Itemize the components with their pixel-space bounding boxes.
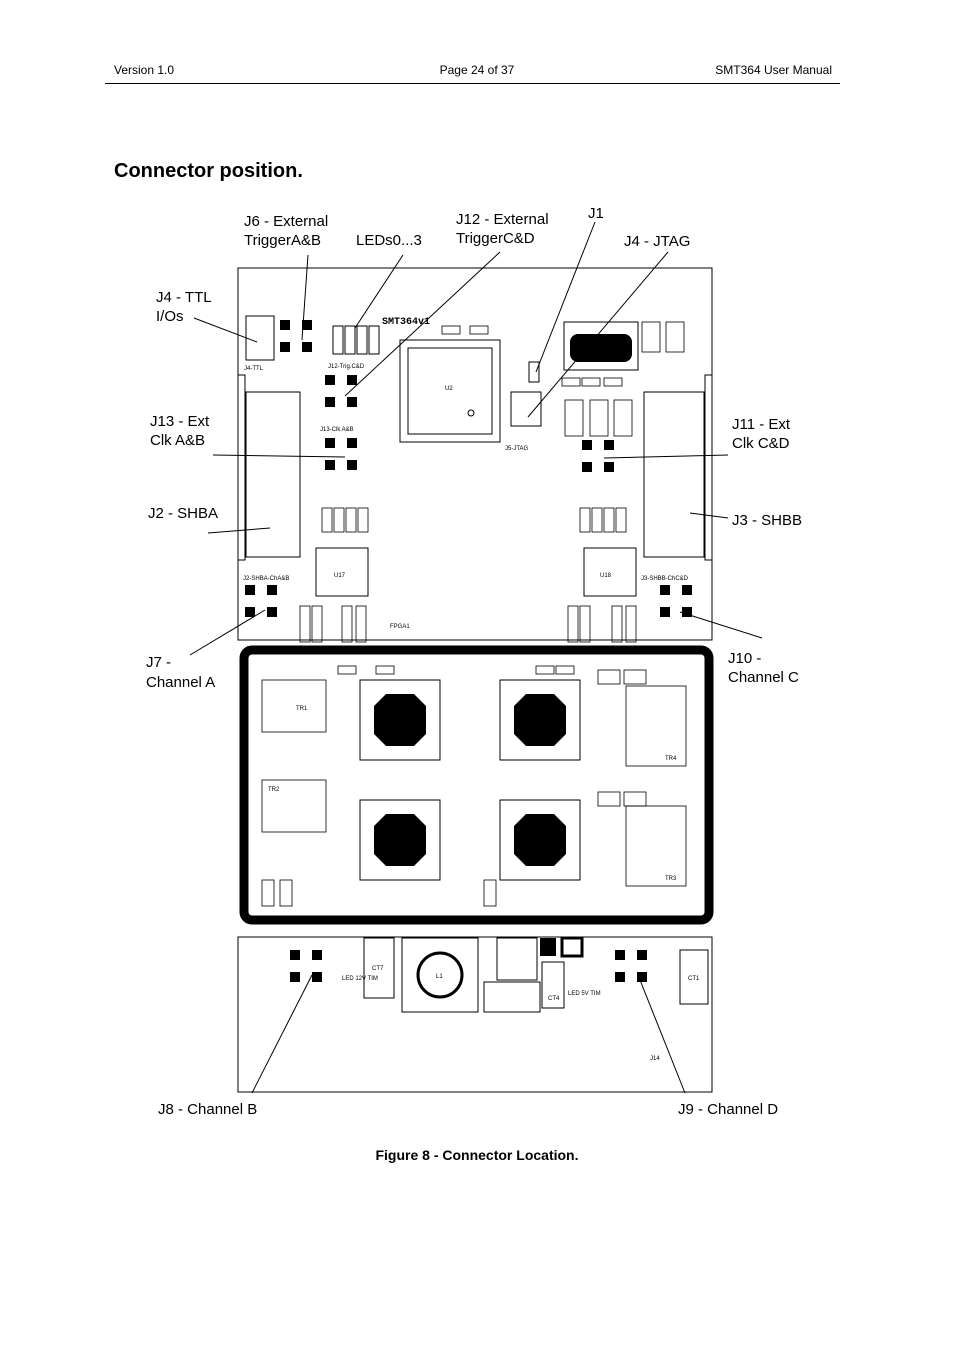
fpga-label: FPGA1 <box>390 624 410 630</box>
j2-connector <box>245 391 301 558</box>
pcb-lower-outline <box>237 936 713 1093</box>
power-inductors <box>359 679 581 881</box>
header-page-number: Page 24 of 37 <box>439 63 515 77</box>
svg-text:J5-JTAG: J5-JTAG <box>505 446 529 452</box>
sma-connectors <box>245 320 692 982</box>
section-title: Connector position. <box>114 160 303 182</box>
svg-text:TR2: TR2 <box>268 787 280 793</box>
svg-text:U17: U17 <box>334 573 346 579</box>
j4-ttl-connector <box>245 315 275 361</box>
svg-text:J3-SHBB-ChC&D: J3-SHBB-ChC&D <box>641 576 689 582</box>
leds-0-3 <box>332 325 380 355</box>
svg-text:J12-Trig.C&D: J12-Trig.C&D <box>328 364 365 370</box>
callout-j4-ttl-line1: J4 - TTL <box>156 289 212 306</box>
callout-j3: J3 - SHBB <box>732 512 802 529</box>
j3-connector <box>643 391 705 558</box>
header-rule <box>105 83 840 84</box>
power-shield-frame <box>239 645 714 925</box>
svg-text:LED 5V TIM: LED 5V TIM <box>568 991 601 997</box>
callout-j13-line2: Clk A&B <box>150 432 205 449</box>
callout-j12-line2: TriggerC&D <box>456 230 535 247</box>
callout-j10-line1: J10 - <box>728 650 761 667</box>
svg-text:TR1: TR1 <box>296 706 308 712</box>
svg-text:LED 12V TIM: LED 12V TIM <box>342 976 378 982</box>
header-version: Version 1.0 <box>114 63 175 77</box>
callout-j1: J1 <box>588 205 604 222</box>
callout-j12-line1: J12 - External <box>456 211 549 228</box>
pcb-upper-outline <box>237 267 713 641</box>
svg-text:CT1: CT1 <box>688 976 700 982</box>
figure-caption: Figure 8 - Connector Location. <box>375 1147 579 1163</box>
l1-inductor <box>401 937 479 1013</box>
callout-j4-ttl-line2: I/Os <box>156 308 184 325</box>
svg-text:J13-Clk A&B: J13-Clk A&B <box>320 427 354 433</box>
j1-connector <box>528 361 540 383</box>
callout-j10-line2: Channel C <box>728 669 799 686</box>
svg-text:J14: J14 <box>650 1056 660 1062</box>
svg-text:L1: L1 <box>436 974 443 980</box>
svg-text:U18: U18 <box>600 573 612 579</box>
callout-j6-line1: J6 - External <box>244 213 328 230</box>
svg-text:CT4: CT4 <box>548 996 560 1002</box>
callout-j13-line1: J13 - Ext <box>150 413 210 430</box>
svg-text:CT7: CT7 <box>372 966 384 972</box>
svg-text:TR4: TR4 <box>665 756 677 762</box>
j4-jtag-connector <box>570 334 632 362</box>
callout-j4-jtag: J4 - JTAG <box>624 233 690 250</box>
callout-j9: J9 - Channel D <box>678 1101 778 1118</box>
callout-j11-line2: Clk C&D <box>732 435 790 452</box>
svg-text:J4-TTL: J4-TTL <box>244 366 264 372</box>
callout-j2: J2 - SHBA <box>148 505 218 522</box>
header-manual-title: SMT364 User Manual <box>715 63 832 77</box>
callout-leds: LEDs0...3 <box>356 232 422 249</box>
u2-label: U2 <box>445 386 453 392</box>
callout-j7-line1: J7 - <box>146 654 171 671</box>
callout-j6-line2: TriggerA&B <box>244 232 321 249</box>
u2-chip <box>399 339 501 443</box>
callout-j8: J8 - Channel B <box>158 1101 257 1118</box>
board-name: SMT364v1 <box>382 317 430 328</box>
svg-text:J2-SHBA-ChA&B: J2-SHBA-ChA&B <box>243 576 289 582</box>
callout-j11-line1: J11 - Ext <box>732 416 791 433</box>
callout-j7-line2: Channel A <box>146 674 215 691</box>
svg-text:TR3: TR3 <box>665 876 677 882</box>
